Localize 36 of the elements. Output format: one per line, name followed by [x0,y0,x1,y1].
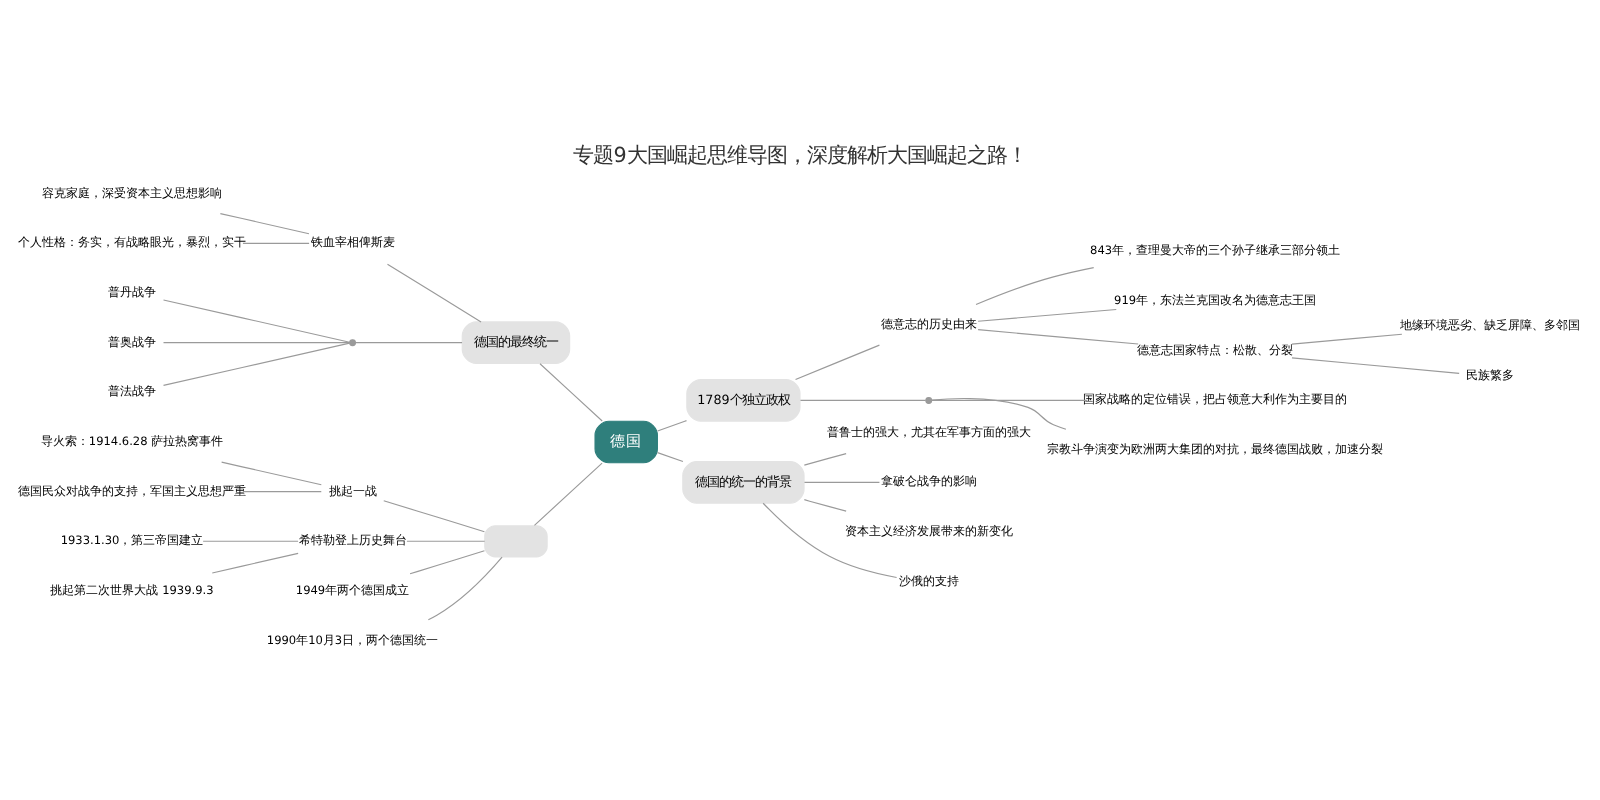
connector [427,555,503,620]
node-circle [349,338,357,346]
connector [931,396,1067,429]
connector [657,451,684,462]
connector [794,343,880,380]
connector [162,341,351,385]
connector [242,241,310,243]
connector [242,490,322,492]
connector [383,499,486,532]
connector [409,549,486,574]
connector [539,362,603,421]
connector [219,212,310,234]
connector [221,460,322,485]
connector [975,266,1095,305]
connector [657,419,688,431]
connector [202,539,299,541]
node-box [484,524,548,557]
connector [1291,332,1403,344]
connector [931,398,1088,400]
diagram-title: 专题9大国崛起思维导图，深度解析大国崛起之路！ [573,142,1027,167]
connector [354,341,463,343]
connector [1291,356,1460,373]
connector [406,539,486,541]
connector [211,551,299,573]
connector [977,307,1117,321]
connector [803,498,847,511]
connector [162,298,351,342]
connector [762,501,898,578]
connector [803,452,847,465]
connector [386,262,482,322]
connector [803,480,880,482]
node-circle [925,395,933,403]
connector [162,341,351,343]
connector [533,461,603,525]
connector [799,398,927,400]
connector [977,328,1139,344]
